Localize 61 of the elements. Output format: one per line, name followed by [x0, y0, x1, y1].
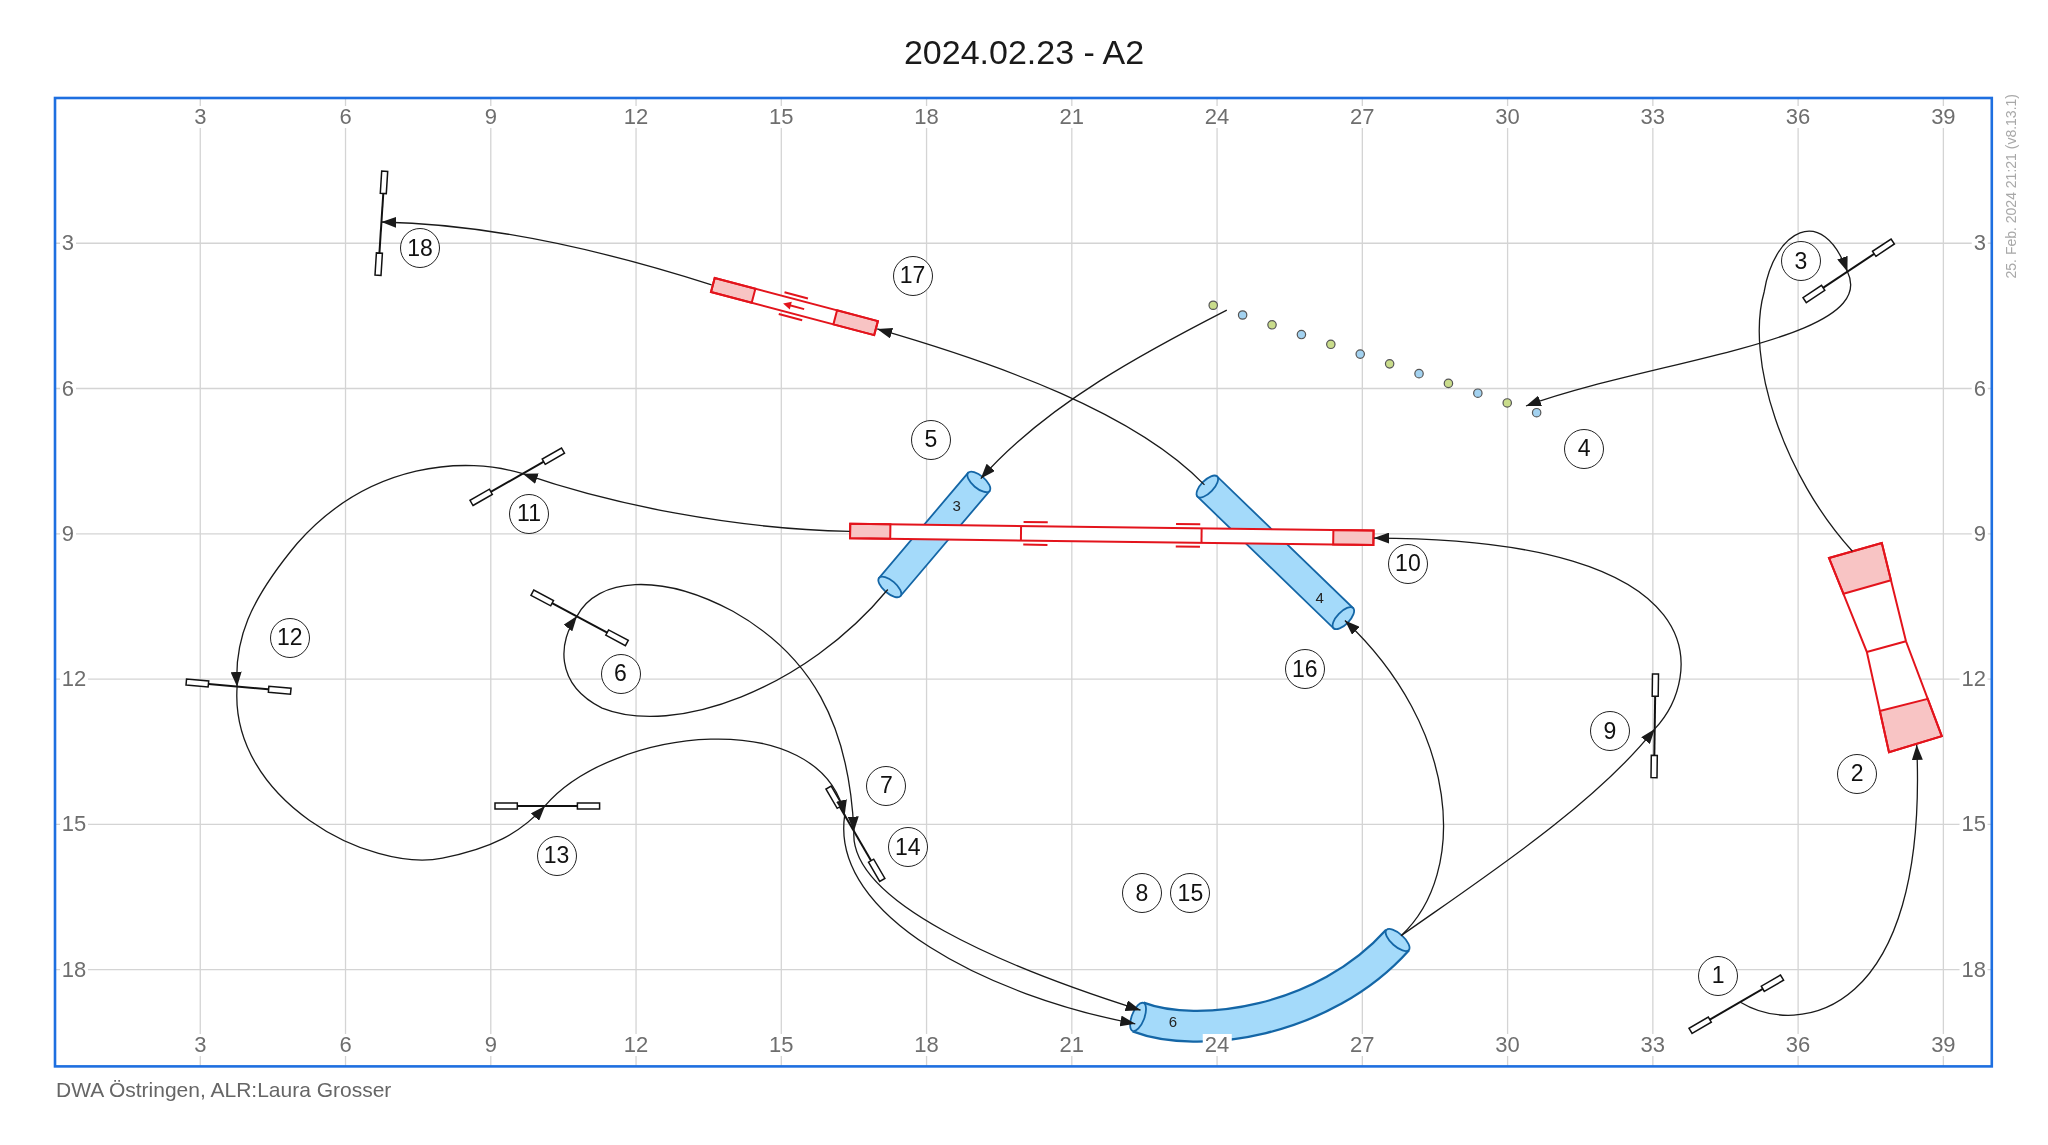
course-path-arrow: [544, 738, 846, 816]
axis-tick-label: 30: [1493, 1034, 1522, 1057]
axis-tick-label: 6: [337, 1034, 354, 1057]
obstacle-number: 14: [887, 827, 928, 868]
axis-tick-label: 36: [1783, 106, 1813, 129]
axis-tick-label: 9: [482, 106, 499, 129]
axis-tick-label: 18: [912, 106, 941, 129]
axis-tick-label: 15: [767, 106, 796, 129]
axis-tick-label: 36: [1783, 1034, 1813, 1057]
obstacle-number: 8: [1122, 873, 1162, 914]
course-path-arrow: [1739, 744, 1923, 1016]
obstacle-number: 11: [509, 493, 549, 534]
diagram-title: 2024.02.23 - A2: [903, 33, 1145, 71]
obstacle-number: 7: [866, 765, 907, 806]
obstacle-number: 6: [600, 653, 641, 694]
obstacle-number: 9: [1589, 711, 1630, 752]
footer-note: DWA Östringen, ALR:Laura Grosser: [56, 1078, 392, 1102]
axis-tick-label: 27: [1348, 106, 1377, 129]
obstacle-number: 16: [1284, 649, 1325, 690]
tunnel-number: 4: [1315, 589, 1324, 605]
course-path-arrow: [522, 473, 851, 533]
axis-tick-label: 30: [1493, 106, 1522, 129]
course-path-arrow: [236, 686, 546, 861]
obstacle-number: 5: [910, 419, 951, 460]
obstacle-number: 18: [400, 228, 441, 269]
obstacle-number: 15: [1170, 873, 1211, 914]
obstacle-number: 17: [892, 255, 933, 296]
axis-tick-label: 39: [1929, 106, 1958, 129]
course-path-arrow: [876, 328, 1206, 486]
course-path-arrow: [1344, 619, 1445, 937]
tunnel-number: 3: [952, 497, 961, 513]
obstacle-number: 3: [1781, 241, 1821, 282]
course-path-arrow: [1525, 271, 1852, 407]
axis-tick-label: 6: [337, 106, 354, 129]
axis-tick-label: 27: [1348, 1034, 1377, 1057]
axis-tick-label: 3: [192, 1034, 209, 1057]
obstacle-number: 10: [1387, 543, 1428, 584]
course-path-arrow: [563, 588, 889, 717]
axis-tick-label: 39: [1929, 1034, 1958, 1057]
course-path-arrow: [576, 584, 859, 833]
axis-tick-label: 3: [192, 106, 209, 129]
timestamp: 25. Feb. 2024 21:21 (v8.13.1): [2003, 94, 2019, 279]
obstacle-number: 12: [269, 617, 310, 658]
course-path-arrow: [1758, 230, 1854, 552]
course-path-arrow: [853, 830, 1142, 1011]
course-path-arrow: [1400, 728, 1656, 937]
obstacle-number: 2: [1837, 753, 1878, 794]
axis-tick-label: 18: [912, 1034, 941, 1057]
course-path-arrow: [1373, 533, 1682, 730]
obstacle-number: 4: [1564, 428, 1605, 469]
obstacle-number: 13: [536, 835, 577, 876]
axis-tick-label: 9: [482, 1034, 499, 1057]
course-path-arrow: [843, 814, 1136, 1026]
axis-tick-label: 24: [1202, 1034, 1232, 1057]
course-path-arrow: [231, 465, 524, 688]
course-path-arrow: [980, 309, 1228, 480]
tunnel-number: 6: [1168, 1013, 1178, 1029]
axis-tick-label: 24: [1202, 106, 1232, 129]
course-path-arrow: [380, 217, 713, 286]
axis-tick-label: 15: [767, 1034, 796, 1057]
obstacle-number: 1: [1698, 955, 1739, 996]
